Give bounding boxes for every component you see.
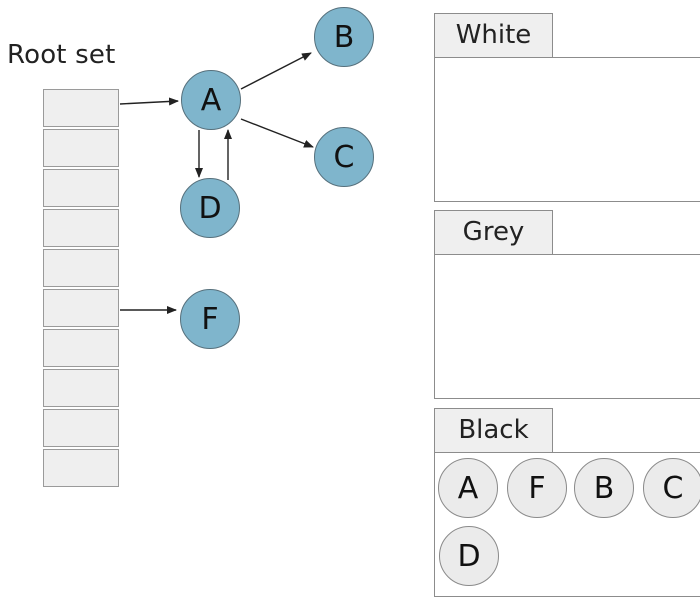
- root-set-cell: [43, 169, 119, 207]
- grey-set-tab: Grey: [434, 210, 553, 255]
- grey-set-panel: [434, 254, 700, 399]
- root-set-cell: [43, 209, 119, 247]
- edge-root-to-a: [119, 97, 179, 106]
- black-set-panel: A F B C D: [434, 452, 700, 597]
- black-set-item: B: [574, 458, 634, 518]
- black-set-item: C: [643, 458, 700, 518]
- white-set-tab: White: [434, 13, 553, 58]
- root-set-cell: [43, 129, 119, 167]
- root-set-cell: [43, 249, 119, 287]
- root-set-cell: [43, 369, 119, 407]
- node-a: A: [181, 70, 241, 130]
- root-set-label: Root set: [7, 40, 116, 70]
- black-set-item: A: [438, 458, 498, 518]
- node-c: C: [314, 127, 374, 187]
- root-set-cell: [43, 89, 119, 127]
- white-set-panel: [434, 57, 700, 202]
- black-set-item: F: [507, 458, 567, 518]
- edge-a-to-b: [240, 52, 312, 90]
- black-set-item: D: [439, 526, 499, 586]
- root-set-cell: [43, 449, 119, 487]
- node-d: D: [180, 178, 240, 238]
- root-set-cell: [43, 409, 119, 447]
- root-set-cell: [43, 329, 119, 367]
- root-set-cell: [43, 289, 119, 327]
- black-set-tab: Black: [434, 408, 553, 453]
- node-b: B: [314, 7, 374, 67]
- edge-a-to-c: [240, 118, 314, 148]
- node-f: F: [180, 289, 240, 349]
